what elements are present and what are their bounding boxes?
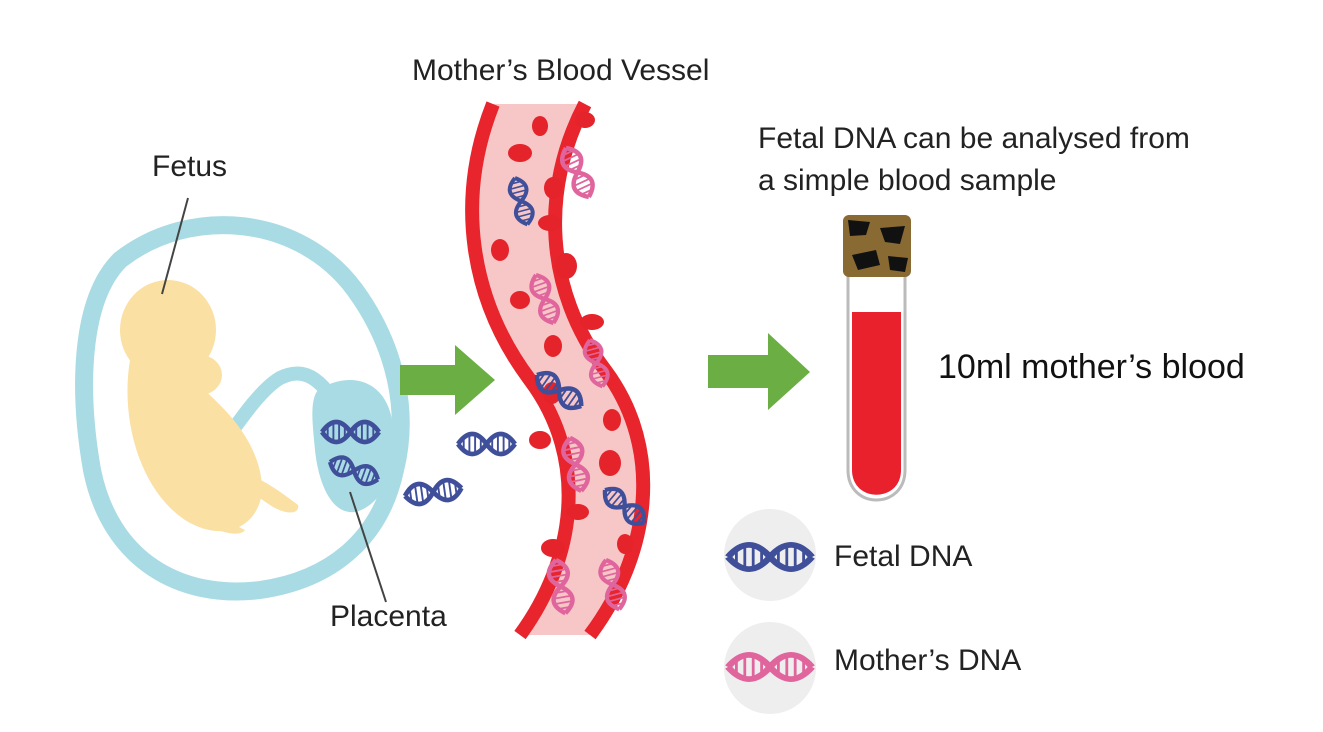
legend-mother-label: Mother’s DNA <box>834 644 1022 677</box>
blood-sample-label: 10ml mother’s blood <box>938 348 1245 386</box>
analysis-line-1: Fetal DNA can be analysed from <box>758 122 1190 155</box>
placenta-leader-line <box>349 491 387 603</box>
vessel-label: Mother’s Blood Vessel <box>412 54 710 87</box>
placenta-label: Placenta <box>330 600 447 633</box>
flow-arrow-2 <box>708 333 810 410</box>
blood-vessel <box>465 100 650 640</box>
analysis-caption: Fetal DNA can be analysed from a simple … <box>758 118 1190 202</box>
fetus-leader-line <box>161 197 189 295</box>
legend-mother-marker <box>724 622 816 714</box>
flow-arrow-1 <box>400 345 495 415</box>
blood-test-tube <box>843 215 911 502</box>
analysis-line-2: a simple blood sample <box>758 164 1057 197</box>
fetus-figure <box>120 280 299 534</box>
legend-fetal-label: Fetal DNA <box>834 540 973 573</box>
legend-fetal-marker <box>724 509 816 601</box>
fetus-label: Fetus <box>152 150 228 183</box>
free-fetal-dna <box>404 434 515 506</box>
